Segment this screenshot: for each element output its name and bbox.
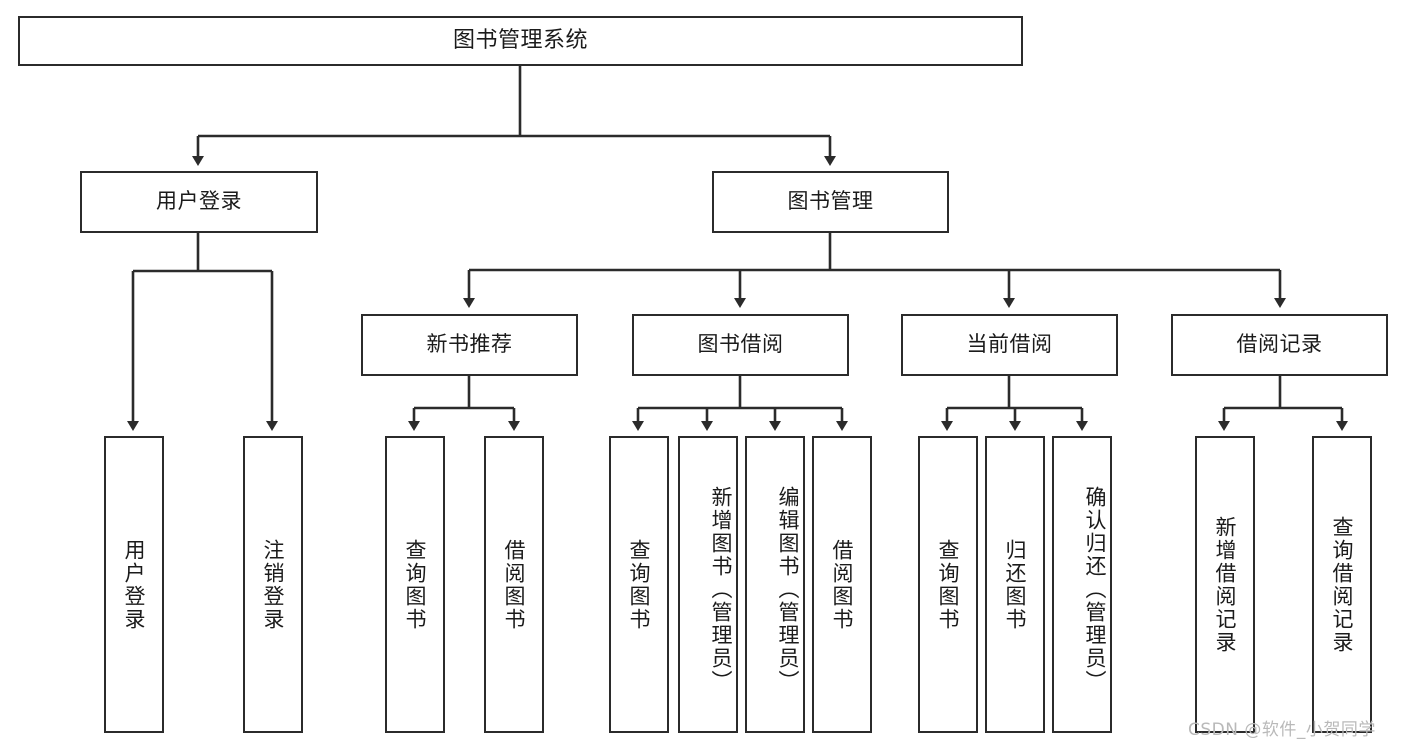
leaf-user-login[interactable]: 用户登录 (104, 436, 164, 733)
leaf-query-book-rec-label: 查询图书 (403, 538, 427, 631)
leaf-logout-login[interactable]: 注销登录 (243, 436, 303, 733)
leaf-query-book-current[interactable]: 查询图书 (918, 436, 978, 733)
node-user-login-label: 用户登录 (156, 189, 242, 214)
node-new-book-recommend[interactable]: 新书推荐 (361, 314, 578, 376)
node-root-label: 图书管理系统 (452, 27, 588, 53)
leaf-query-book-borrow[interactable]: 查询图书 (609, 436, 669, 733)
node-user-login[interactable]: 用户登录 (80, 171, 318, 233)
leaf-query-book-borrow-label: 查询图书 (627, 538, 651, 631)
leaf-logout-login-label: 注销登录 (261, 538, 285, 631)
node-new-book-recommend-label: 新书推荐 (426, 332, 513, 357)
leaf-add-borrow-record-label: 新增借阅记录 (1213, 515, 1237, 654)
leaf-borrow-book[interactable]: 借阅图书 (812, 436, 872, 733)
leaf-query-borrow-record-label: 查询借阅记录 (1330, 515, 1354, 654)
leaf-edit-book-admin-label: 编辑图书（管理员） (776, 486, 800, 693)
node-book-borrow[interactable]: 图书借阅 (632, 314, 849, 376)
leaf-add-book-admin-label: 新增图书（管理员） (709, 486, 733, 693)
leaf-query-book-current-label: 查询图书 (936, 538, 960, 631)
leaf-edit-book-admin[interactable]: 编辑图书（管理员） (745, 436, 805, 733)
leaf-borrow-book-label: 借阅图书 (830, 538, 854, 631)
leaf-return-book[interactable]: 归还图书 (985, 436, 1045, 733)
node-book-manage[interactable]: 图书管理 (712, 171, 949, 233)
leaf-add-book-admin[interactable]: 新增图书（管理员） (678, 436, 738, 733)
node-borrow-record-label: 借阅记录 (1236, 332, 1323, 357)
leaf-return-book-label: 归还图书 (1003, 538, 1027, 631)
node-borrow-record[interactable]: 借阅记录 (1171, 314, 1388, 376)
leaf-user-login-label: 用户登录 (122, 538, 146, 631)
leaf-confirm-return-admin-label: 确认归还（管理员） (1083, 486, 1107, 693)
node-root[interactable]: 图书管理系统 (18, 16, 1023, 66)
leaf-confirm-return-admin[interactable]: 确认归还（管理员） (1052, 436, 1112, 733)
node-book-manage-label: 图书管理 (787, 189, 874, 214)
node-current-borrow[interactable]: 当前借阅 (901, 314, 1118, 376)
watermark: CSDN @软件_小贺同学 (1188, 720, 1376, 740)
leaf-query-borrow-record[interactable]: 查询借阅记录 (1312, 436, 1372, 733)
leaf-query-book-rec[interactable]: 查询图书 (385, 436, 445, 733)
leaf-borrow-book-rec[interactable]: 借阅图书 (484, 436, 544, 733)
node-current-borrow-label: 当前借阅 (966, 332, 1053, 357)
leaf-add-borrow-record[interactable]: 新增借阅记录 (1195, 436, 1255, 733)
leaf-borrow-book-rec-label: 借阅图书 (502, 538, 526, 631)
node-book-borrow-label: 图书借阅 (697, 332, 784, 357)
